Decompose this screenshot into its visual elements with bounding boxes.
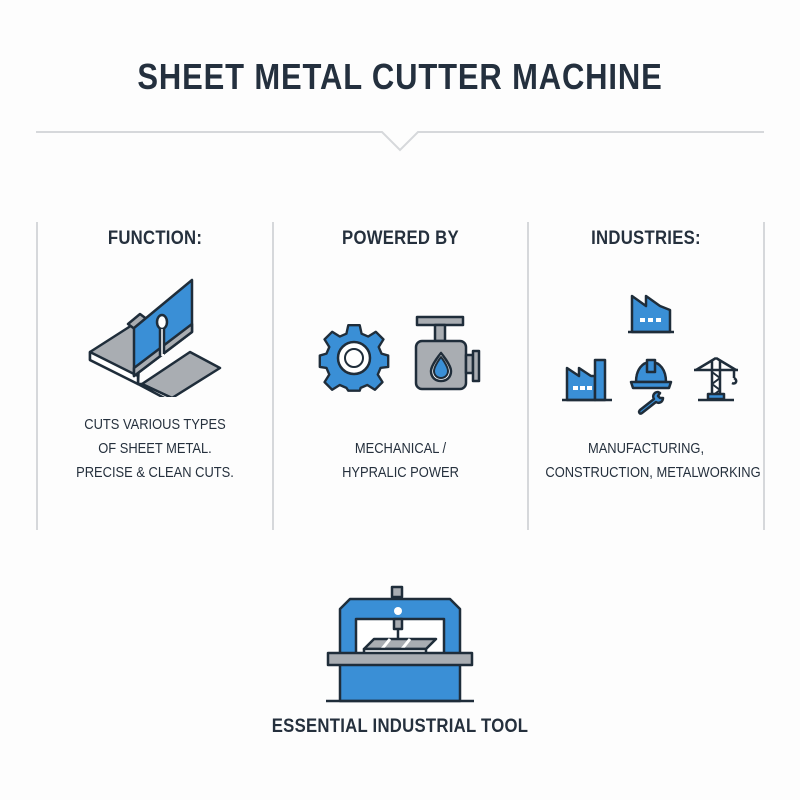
industries-line-1: MANUFACTURING, (587, 440, 705, 457)
column-separator-1 (272, 222, 274, 530)
powered-by-line-2: HYPRALIC POWER (342, 464, 459, 481)
powered-by-heading: POWERED BY (342, 228, 459, 249)
powered-by-description: MECHANICAL / HYPRALIC POWER (292, 437, 510, 485)
hydraulic-pump-icon (413, 315, 483, 398)
function-line-1: CUTS VARIOUS TYPES (84, 416, 226, 433)
hardhat-wrench-icon (628, 356, 674, 421)
function-heading: FUNCTION: (107, 228, 203, 249)
industries-heading: INDUSTRIES: (591, 228, 701, 249)
sheet-metal-cut-icon (80, 272, 230, 402)
footer-caption: ESSENTIAL INDUSTRIAL TOOL (271, 716, 529, 737)
function-line-3: PRECISE & CLEAN CUTS. (76, 464, 234, 481)
column-border-left (36, 222, 38, 530)
title-divider (36, 126, 764, 156)
page-title: SHEET METAL CUTTER MACHINE (137, 56, 663, 97)
column-border-right (763, 222, 765, 530)
factory-chimney-icon (561, 356, 613, 407)
function-line-2: OF SHEET METAL. (98, 440, 212, 457)
cutting-press-machine-icon (326, 585, 474, 708)
function-description: CUTS VARIOUS TYPES OF SHEET METAL. PRECI… (54, 413, 255, 485)
factory-icon (628, 292, 674, 339)
industries-description: MANUFACTURING, CONSTRUCTION, METALWORKIN… (545, 437, 761, 485)
gear-icon (318, 322, 390, 399)
column-separator-2 (527, 222, 529, 530)
powered-by-line-1: MECHANICAL / (354, 440, 447, 457)
industries-line-2: CONSTRUCTION, METALWORKING (545, 464, 761, 481)
crane-icon (692, 356, 744, 409)
